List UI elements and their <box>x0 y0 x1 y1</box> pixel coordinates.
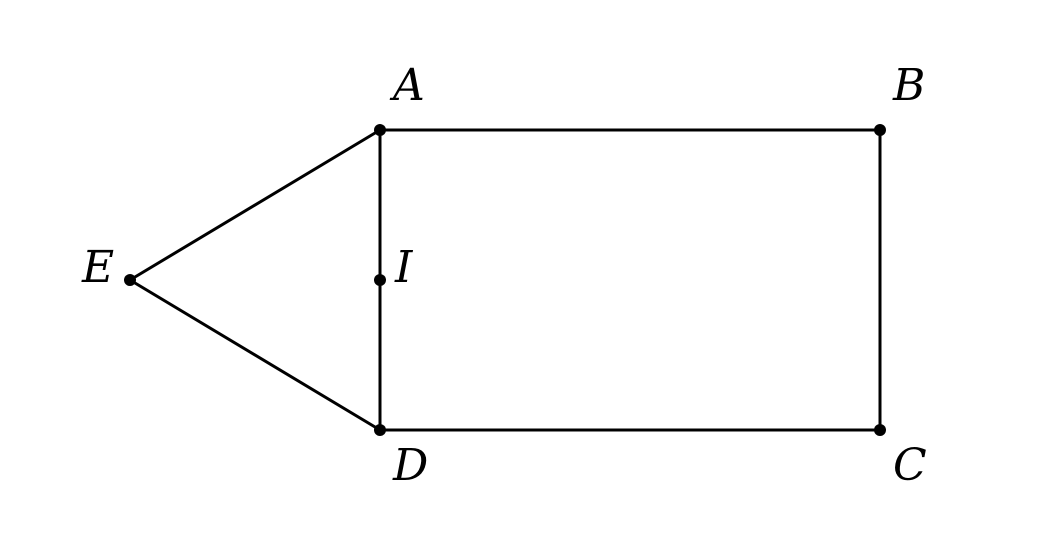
segment-ed <box>128 278 382 432</box>
point-b <box>874 124 886 136</box>
segment-ae <box>128 128 382 282</box>
point-e <box>124 274 136 286</box>
point-i <box>374 274 386 286</box>
label-c: C <box>893 440 927 491</box>
label-e: E <box>81 242 114 293</box>
label-b: B <box>892 60 925 111</box>
point-a <box>374 124 386 136</box>
label-d: D <box>392 440 428 491</box>
point-d <box>374 424 386 436</box>
label-i: I <box>394 242 414 293</box>
label-a: A <box>389 60 425 111</box>
point-c <box>874 424 886 436</box>
